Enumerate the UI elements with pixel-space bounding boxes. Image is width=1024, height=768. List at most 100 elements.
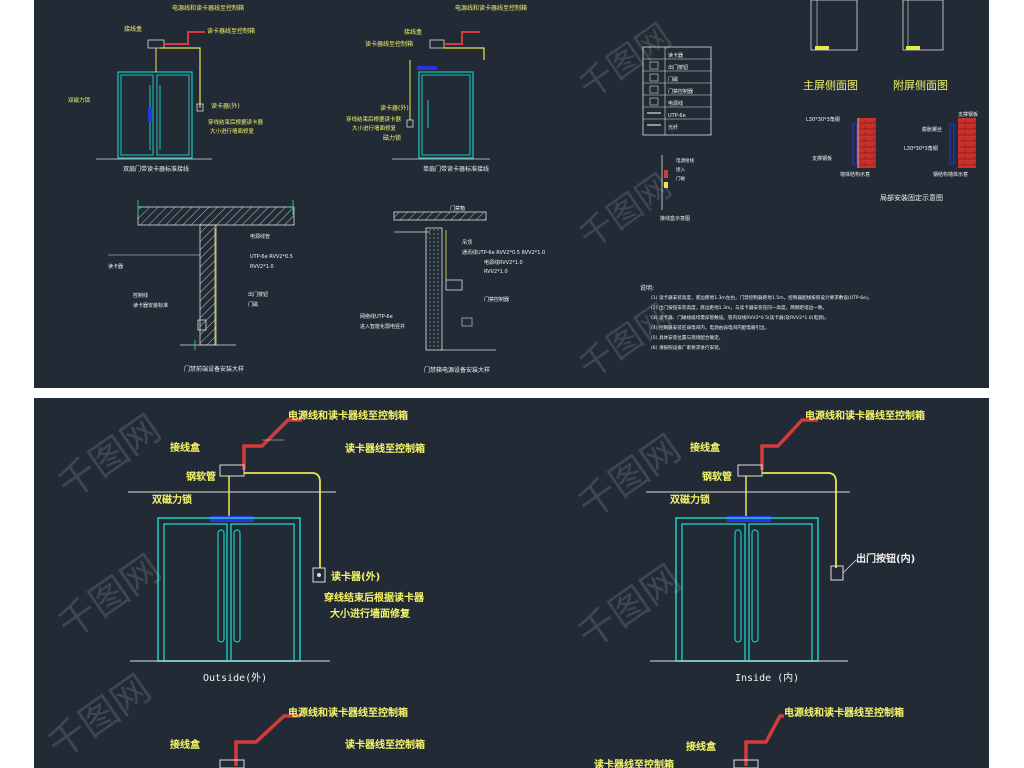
cs-right-label-5: 门禁控制器: [484, 296, 509, 303]
top-left-label-lock: 双磁力锁: [68, 96, 91, 104]
outside-door-diagram: [128, 418, 336, 662]
cs-left-label-7: 门磁: [248, 301, 258, 308]
notes-title: 说明:: [640, 284, 654, 292]
cs-left-label-5: 读卡器: [108, 263, 123, 270]
legend-table: [642, 46, 712, 136]
lower-left-diagram: [219, 714, 300, 768]
sub-screen-label: 附屏侧面图: [893, 78, 948, 92]
top-sheet-panel: [34, 0, 989, 388]
top-double-door-diagram: [96, 31, 212, 160]
install-detail-right: [949, 118, 976, 168]
inside-label-lock: 双磁力锁: [670, 493, 710, 506]
notes-line-1: (1) 读卡器安装高度，底边距地1.3m左右，门禁控制器距地1.5m，控制器配线…: [651, 294, 872, 301]
access-caption: 接线盒示意图: [660, 215, 690, 222]
inside-door-diagram: [646, 418, 857, 662]
outside-label-top: 电源线和读卡器线至控制箱: [288, 409, 408, 422]
cs-left-label-2: UTP-6e RVV2*0.5: [250, 254, 293, 260]
top-left-label-junction: 接线盒: [124, 25, 142, 33]
main-screen-label: 主屏侧面图: [803, 79, 858, 92]
legend-row-1: 读卡器: [668, 52, 683, 59]
cs-right-caption: 门禁箱电源设备安装大样: [424, 366, 490, 374]
outside-label-note2: 大小进行墙面修复: [330, 607, 411, 620]
install-label-2: 支撑钢板: [812, 155, 832, 162]
cs-left-label-8: 读卡器安装标准: [133, 302, 168, 309]
access-label-2: 接入: [676, 166, 685, 173]
cs-right-label-8: 门禁箱: [450, 205, 465, 212]
install-detail-left: [852, 118, 876, 168]
top-mid-label-lock: 磁力锁: [383, 134, 401, 142]
cs-right-label-1: 吊顶: [462, 240, 472, 246]
notes-line-3: (3) 读卡器、门磁线缆均需穿管敷设。管内穿线RVV2*0.5(读卡器)及RVV…: [651, 314, 829, 321]
lower-right-label-junction: 接线盒: [686, 740, 717, 753]
access-label-3: 门磁: [676, 175, 685, 182]
cross-section-left: [108, 200, 295, 350]
install-caption: 局部安装固定示意图: [880, 193, 943, 202]
cs-right-label-6: 网络线UTP-6e: [360, 313, 393, 320]
cs-right-label-3: 电源线RVV2*1.0: [484, 259, 523, 266]
install-label-5: 墙体结构示意: [840, 171, 870, 178]
lower-right-diagram: [733, 714, 784, 768]
inside-label-top: 电源线和读卡器线至控制箱: [805, 409, 925, 422]
bottom-sheet-panel: [34, 398, 989, 768]
cs-right-label-4: RVV2*1.0: [484, 269, 508, 275]
cs-left-caption: 门禁前端设备安装大样: [184, 365, 244, 373]
install-label-4: 支撑钢板: [958, 111, 978, 118]
notes-line-4: (4) 控制器安装在弱电间内，电源由弱电间内配电箱引出。: [651, 324, 769, 331]
notes-line-6: (6) 请按照设备厂家要求进行安装。: [651, 344, 723, 351]
outside-label-note1: 穿线结束后根据读卡器: [324, 591, 425, 604]
top-mid-label-reader-line: 读卡器线至控制箱: [365, 40, 413, 48]
cs-left-label-1: 电源线管: [250, 233, 270, 240]
legend-row-6: UTP-6e: [668, 113, 686, 119]
legend-row-3: 门磁: [668, 76, 678, 83]
legend-row-7: 光纤: [668, 124, 678, 131]
top-left-label-note1: 穿线结束后根据读卡器: [208, 118, 264, 126]
top-single-door-diagram: [392, 31, 490, 160]
cs-right-label-7: 进入智能化弱电竖井: [360, 323, 405, 330]
outside-label-lock: 双磁力锁: [152, 493, 192, 506]
legend-row-5: 电源线: [668, 100, 683, 107]
top-left-label-note2: 大小进行墙面修复: [210, 127, 255, 135]
install-label-3: L30*30*3角钢: [904, 145, 938, 152]
top-left-caption: 双扇门带读卡器标准接线: [123, 165, 189, 173]
lower-left-label-reader-line: 读卡器线至控制箱: [345, 738, 425, 751]
inside-label-exit: 出门按钮(内): [856, 552, 915, 565]
cross-section-right: [393, 211, 496, 351]
outside-label-pipe: 钢软管: [186, 470, 216, 483]
access-label-1: 电源接线: [676, 157, 694, 164]
top-mid-label-note2: 大小进行墙面修复: [352, 124, 397, 132]
outside-label-reader: 读卡器(外): [331, 570, 380, 583]
lower-left-label-top: 电源线和读卡器线至控制箱: [288, 706, 408, 719]
legend-row-2: 出门按钮: [668, 64, 688, 71]
outside-label-reader-line: 读卡器线至控制箱: [345, 442, 425, 455]
top-mid-label-reader: 读卡器(外): [380, 104, 409, 112]
top-left-label-reader: 读卡器(外): [211, 102, 240, 110]
top-mid-label-top: 电源线和读卡器线至控制箱: [455, 4, 527, 12]
outside-label-junction: 接线盒: [170, 441, 201, 454]
notes-line-5: (5) 具体安装位置与现场配合确定。: [651, 334, 723, 341]
install-label-1: L30*30*3角钢: [806, 116, 840, 123]
lower-right-label-reader-line: 读卡器线至控制箱: [594, 758, 674, 768]
lower-right-label-top: 电源线和读卡器线至控制箱: [784, 706, 904, 719]
top-left-label-top: 电源线和读卡器线至控制箱: [172, 4, 244, 12]
cs-right-label-2: 通讯线UTP-6e RVV2*0.5 RVV2*1.0: [462, 249, 545, 256]
inside-caption: Inside (内): [735, 671, 799, 684]
cs-left-label-4: 出门按钮: [248, 291, 268, 298]
lower-left-label-junction: 接线盒: [170, 738, 201, 751]
screen-side-views: [810, 0, 944, 51]
access-detail: [661, 155, 668, 210]
outside-caption: Outside(外): [203, 672, 267, 684]
legend-row-4: 门禁控制器: [668, 88, 693, 95]
top-mid-caption: 单扇门带读卡器标准接线: [423, 165, 489, 173]
cs-left-label-6: 控制线: [133, 292, 148, 299]
top-mid-label-note1: 穿线结束后根据读卡器: [346, 115, 402, 123]
top-left-label-reader-line: 读卡器线至控制箱: [207, 27, 255, 35]
install-label-6: 钢结构墙体示意: [933, 171, 968, 178]
inside-label-pipe: 钢软管: [702, 470, 732, 483]
cs-left-label-3: RVV2*1.0: [250, 264, 274, 270]
inside-label-junction: 接线盒: [690, 441, 721, 454]
install-label-7: 膨胀螺丝: [922, 126, 942, 133]
notes-line-2: (2) 出门按钮安装高度，底边距地1.3m，与读卡器安装在同一高度，两侧距墙边一…: [651, 304, 827, 311]
top-mid-label-junction: 接线盒: [404, 28, 422, 36]
